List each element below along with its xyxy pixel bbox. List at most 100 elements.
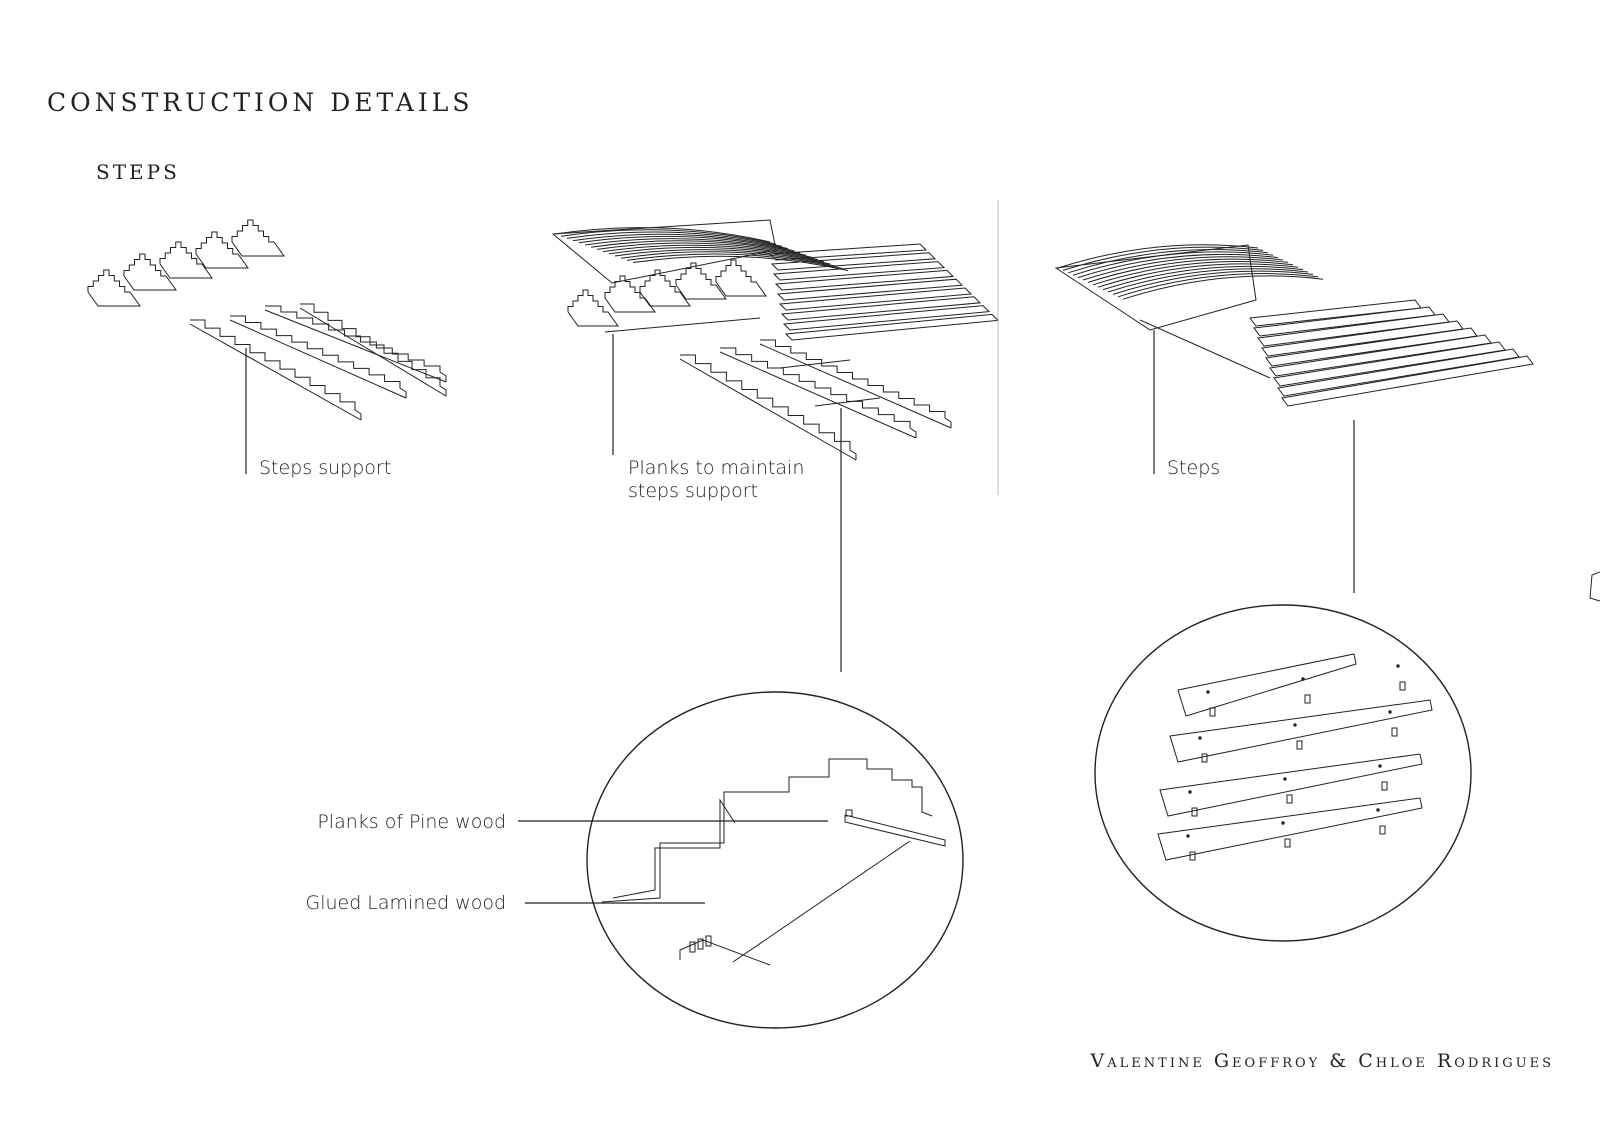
exploded-assembly-drawing (553, 200, 998, 495)
screw-dot (1389, 711, 1391, 713)
label-planks-pine: Planks of Pine wood (317, 811, 506, 833)
arch-rib (196, 232, 248, 268)
plank (1250, 300, 1421, 326)
joist-block (1190, 852, 1195, 860)
step-edge (1140, 320, 1270, 378)
joist-block (1192, 808, 1197, 816)
step-top-plank (1093, 262, 1293, 285)
joist-block (1202, 754, 1207, 762)
plank (780, 288, 971, 310)
plank (778, 279, 962, 300)
arch-rib (160, 242, 212, 278)
joist-block (1297, 741, 1302, 749)
leader-lines (246, 330, 1354, 903)
tie-plank (815, 398, 880, 406)
arch-rib (568, 290, 618, 326)
step-top-plank (1108, 269, 1308, 292)
joist-block (1287, 795, 1292, 803)
label-planks-maintain-line2: steps support (628, 480, 758, 502)
stringer-rib (230, 316, 406, 398)
stringer-base (760, 344, 951, 428)
arch-rib (676, 263, 726, 299)
detail-plank (1158, 798, 1422, 860)
screw-dot (1282, 822, 1284, 824)
step-top-plank (1098, 264, 1298, 287)
stringer-base (230, 320, 406, 398)
screw-dot (1187, 835, 1189, 837)
detail-circle-planks (1095, 605, 1471, 941)
stringer-rib (190, 320, 361, 420)
stringer-base (190, 324, 361, 420)
arch-rib (88, 270, 140, 306)
step-top-plank (1113, 271, 1313, 294)
plank (772, 253, 935, 270)
joist-block (1285, 839, 1290, 847)
step-top-plank (1083, 257, 1283, 280)
step-top-plank (1123, 276, 1323, 299)
stringer-rib (760, 340, 951, 428)
joist-block (1305, 695, 1310, 703)
label-steps-support: Steps support (259, 457, 392, 479)
label-glued-lamined: Glued Lamined wood (305, 892, 506, 914)
top-plank (561, 230, 776, 244)
stringer-base (265, 310, 446, 382)
joist-block (1392, 728, 1397, 736)
plank (1258, 314, 1449, 346)
step-top-plank (1063, 247, 1263, 270)
step-top-plank (1088, 259, 1288, 282)
step-top-plank (1058, 245, 1258, 268)
stringer-rib (300, 304, 446, 396)
arch-rib (232, 220, 284, 256)
top-plank-outline (553, 220, 776, 283)
screw-dot (1294, 724, 1296, 726)
screw-dot (1189, 791, 1191, 793)
arch-rib (716, 260, 766, 296)
detail-plank (1160, 754, 1422, 816)
assembled-steps-drawing (1056, 245, 1533, 406)
top-plank (579, 236, 794, 250)
joist-block (1400, 682, 1405, 690)
plank (1262, 321, 1463, 356)
label-planks-maintain: Planks to maintain steps support (628, 457, 804, 503)
top-plank (627, 254, 842, 268)
step-top-plank (1068, 250, 1268, 273)
screw-dot (1207, 691, 1209, 693)
section-subtitle: STEPS (96, 160, 180, 184)
screw-dot (1302, 678, 1304, 680)
joist-block (1210, 708, 1215, 716)
joist-block (1382, 782, 1387, 790)
plank (776, 270, 953, 290)
top-plank (597, 243, 812, 257)
label-steps: Steps (1167, 457, 1221, 479)
stringer-rib (720, 348, 916, 438)
screw-dot (1284, 778, 1286, 780)
stringer-rib (265, 306, 446, 382)
label-planks-maintain-line1: Planks to maintain (628, 457, 805, 479)
stringer-base (720, 352, 916, 438)
arch-rib (640, 270, 690, 306)
top-plank (555, 228, 770, 242)
stringer-rib (680, 355, 856, 460)
page-title: CONSTRUCTION DETAILS (47, 88, 474, 117)
screw-dot (1377, 809, 1379, 811)
plank (782, 297, 980, 320)
detail-plank (1178, 654, 1356, 716)
screw-dot (1379, 765, 1381, 767)
top-plank (615, 250, 830, 264)
edge-fragment (1590, 572, 1600, 601)
stringer-base (300, 308, 446, 396)
credits: Valentine Geoffroy & Chloe Rodrigues (1090, 1050, 1554, 1072)
step-top-plank (1118, 274, 1318, 297)
tie-plank (780, 360, 850, 368)
top-plank (591, 241, 806, 255)
plank (784, 306, 989, 330)
joist-block (1380, 826, 1385, 834)
step-top-outline (1056, 245, 1256, 330)
plank (770, 244, 926, 260)
steps-support-drawing (88, 220, 446, 420)
screw-dot (1397, 665, 1399, 667)
plank (1282, 356, 1533, 406)
top-plank (567, 232, 782, 246)
